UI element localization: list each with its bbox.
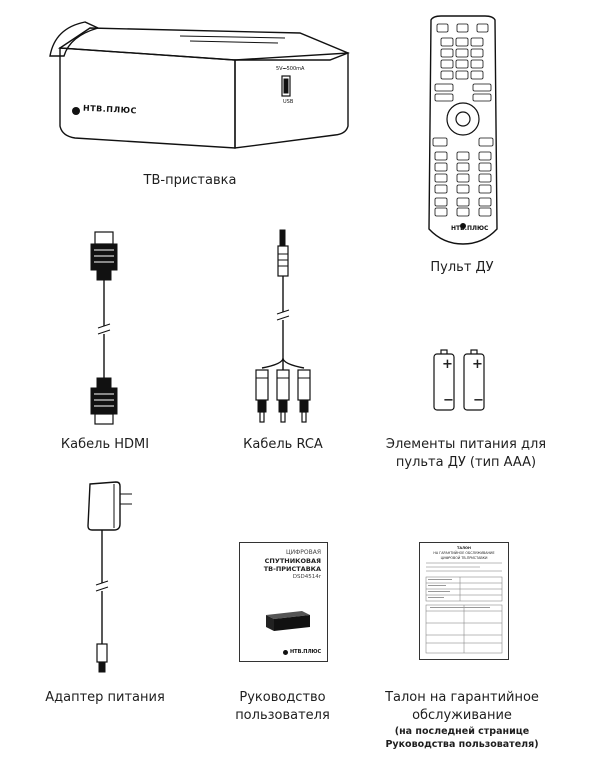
manual-model: DSD4514r [292,574,321,580]
remote-key [434,207,448,217]
remote-key [470,59,484,69]
remote-key [440,37,454,47]
rca-cable-caption: Кабель RCA [243,437,323,452]
remote-key [478,197,492,207]
tv-box-illustration [49,21,350,149]
remote-key [440,70,454,80]
battery-1-plus: + [442,357,453,372]
remote-key [456,151,470,161]
tv-box-port-label-bottom: USB [283,99,294,105]
batteries-caption: Элементы питания для пульта ДУ (тип AAA) [370,436,562,472]
adapter-caption: Адаптер питания [45,690,165,705]
manual-title-2: СПУТНИКОВАЯ [264,557,321,565]
remote-key [456,184,470,194]
remote-key [470,70,484,80]
remote-key [432,137,448,147]
batteries-caption-line2: пульта ДУ (тип AAA) [395,455,537,470]
remote-illustration [428,15,498,245]
hdmi-cable-illustration [90,231,118,425]
warranty-caption: Талон на гарантийное обслуживание (на по… [372,689,552,751]
remote-key [478,173,492,183]
remote-key [434,197,448,207]
manual-brand-dot [283,650,288,655]
batteries-caption-line1: Элементы питания для [385,437,547,452]
remote-key [440,59,454,69]
remote-key [456,197,470,207]
hdmi-cable-caption: Кабель HDMI [60,437,150,452]
remote-key [478,137,494,147]
battery-1-minus: − [443,393,454,408]
warranty-head-3: ЦИФРОВОЙ ТВ-ПРИСТАВКИ [440,556,488,560]
adapter-illustration [87,481,132,673]
remote-key [478,184,492,194]
remote-key [456,23,469,33]
battery-2-plus: + [472,357,483,372]
remote-key [456,162,470,172]
remote-key [456,207,470,217]
remote-brand: НТВ.ПЛЮС [451,225,489,232]
remote-key [472,93,492,102]
remote-key [478,151,492,161]
remote-key [455,70,469,80]
manual-caption-line1: Руководство [239,690,326,705]
manual-title-1: ЦИФРОВАЯ [285,549,321,556]
remote-key [434,151,448,161]
warranty-head-1: ТАЛОН [457,546,471,550]
manual-brand: НТВ.ПЛЮС [290,649,322,655]
manual-caption: Руководство пользователя [210,689,355,725]
remote-key [436,23,449,33]
tv-box-port-label-top: 5V⎓500mA [276,66,305,72]
warranty-head-2: НА ГАРАНТИЙНОЕ ОБСЛУЖИВАНИЕ [433,551,495,555]
remote-key [440,48,454,58]
remote-key [478,162,492,172]
remote-key [434,173,448,183]
remote-key [456,173,470,183]
manual-title-3: ТВ-ПРИСТАВКА [263,565,321,573]
warranty-form-lines [425,562,503,654]
remote-caption: Пульт ДУ [430,260,494,275]
manual-caption-line2: пользователя [235,708,330,723]
remote-key [470,48,484,58]
remote-key [470,37,484,47]
tv-box-caption: ТВ-приставка [143,173,237,188]
warranty-card: ТАЛОН НА ГАРАНТИЙНОЕ ОБСЛУЖИВАНИЕ ЦИФРОВ… [419,542,509,660]
warranty-note-line2: Руководства пользователя) [385,739,539,750]
warranty-caption-line1: Талон на гарантийное [385,690,539,705]
remote-key [455,48,469,58]
remote-key [476,23,489,33]
remote-key [434,93,454,102]
remote-key [472,83,492,92]
manual-booklet: ЦИФРОВАЯ СПУТНИКОВАЯ ТВ-ПРИСТАВКА DSD451… [239,542,328,662]
manual-box-image [266,611,310,631]
battery-2-minus: − [473,393,484,408]
remote-key [434,184,448,194]
remote-key [455,37,469,47]
remote-key [478,207,492,217]
rca-cable-illustration [255,229,311,423]
remote-key [455,59,469,69]
warranty-note-line1: (на последней странице [394,726,530,737]
batteries-illustration [433,349,485,411]
remote-key [434,83,454,92]
warranty-caption-line2: обслуживание [412,708,512,723]
remote-key [434,162,448,172]
